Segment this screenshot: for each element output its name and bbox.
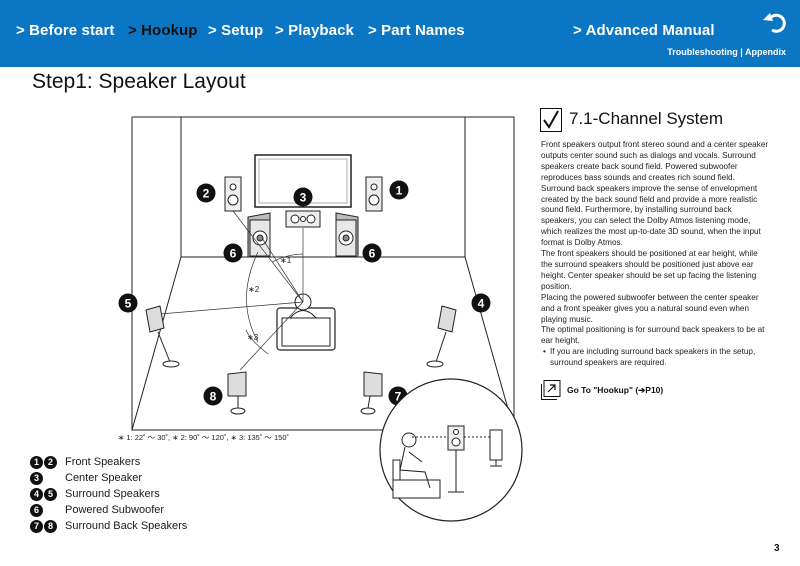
svg-text:1: 1	[396, 184, 403, 198]
page-number: 3	[774, 543, 780, 554]
legend-label: Powered Subwoofer	[65, 504, 165, 516]
nav-before-start[interactable]: > Before start	[16, 22, 115, 39]
svg-text:4: 4	[478, 297, 485, 311]
legend-label: Surround Back Speakers	[65, 520, 188, 532]
legend-label: Surround Speakers	[65, 488, 160, 500]
subwoofer-left-icon	[247, 212, 271, 258]
listening-position-icon	[276, 293, 336, 351]
badge-5: 5	[118, 293, 138, 313]
back-arrow-icon[interactable]	[760, 8, 792, 40]
checkmark-icon	[540, 108, 562, 132]
bullet-icon: •	[543, 347, 546, 357]
section-description: Front speakers output front stereo sound…	[541, 140, 769, 369]
surround-right-speaker-icon	[426, 305, 457, 368]
angle-mark-2: ∗2	[248, 285, 260, 294]
legend-badge: 1	[30, 456, 43, 469]
angle-footnote: ∗ 1: 22˚ ～ 30˚, ∗ 2: 90˚ ～ 120˚, ∗ 3: 13…	[118, 433, 290, 442]
legend-badge: 5	[44, 488, 57, 501]
center-speaker-icon	[285, 210, 321, 228]
svg-text:5: 5	[125, 297, 132, 311]
surround-left-speaker-icon	[145, 305, 180, 368]
subwoofer-right-icon	[335, 212, 359, 258]
section-title: 7.1-Channel System	[569, 109, 724, 128]
badge-8: 8	[203, 386, 223, 406]
nav-advanced-manual[interactable]: > Advanced Manual	[573, 22, 715, 39]
legend-badge: 7	[30, 520, 43, 533]
appendix-link[interactable]: Appendix	[744, 47, 786, 57]
description-bullet: • If you are including surround back spea…	[541, 347, 769, 369]
sub-links: Troubleshooting | Appendix	[667, 47, 786, 57]
badge-6-right: 6	[362, 243, 382, 263]
troubleshooting-link[interactable]: Troubleshooting	[667, 47, 738, 57]
legend-badge: 8	[44, 520, 57, 533]
svg-text:8: 8	[210, 390, 217, 404]
room-floor-right	[464, 256, 515, 431]
legend-badge: 2	[44, 456, 57, 469]
legend-badge: 6	[30, 504, 43, 517]
svg-text:6: 6	[230, 247, 237, 261]
description-paragraph: The optimal positioning is for surround …	[541, 325, 765, 346]
svg-text:2: 2	[203, 187, 210, 201]
surround-back-right-speaker-icon	[360, 371, 383, 415]
nav-playback[interactable]: > Playback	[275, 22, 354, 39]
angle-mark-1: ∗1	[280, 256, 292, 265]
nav-hookup[interactable]: > Hookup	[128, 22, 198, 39]
nav-setup[interactable]: > Setup	[208, 22, 264, 39]
legend-label: Center Speaker	[65, 472, 143, 484]
svg-text:6: 6	[369, 247, 376, 261]
goto-hookup-text[interactable]: Go To "Hookup" (➔P10)	[567, 385, 664, 395]
nav-part-names[interactable]: > Part Names	[368, 22, 465, 39]
room-floor-left	[131, 256, 182, 431]
badge-3: 3	[293, 187, 313, 207]
surround-back-left-speaker-icon	[227, 371, 247, 415]
description-paragraph: Front speakers output front stereo sound…	[541, 140, 769, 182]
badge-2: 2	[196, 183, 216, 203]
badge-1: 1	[389, 180, 409, 200]
legend-badge: 3	[30, 472, 43, 485]
angle-guides	[159, 210, 304, 371]
description-paragraph: Placing the powered subwoofer between th…	[541, 292, 759, 324]
height-inset-icon	[379, 378, 523, 522]
front-right-speaker-icon	[365, 176, 383, 212]
svg-text:3: 3	[300, 191, 307, 205]
front-left-speaker-icon	[224, 176, 242, 212]
sublink-separator: |	[737, 47, 745, 57]
bullet-text: If you are including surround back speak…	[550, 347, 756, 368]
angle-mark-3: ∗3	[247, 333, 259, 342]
description-paragraph: Surround back speakers improve the sense…	[541, 183, 761, 248]
description-paragraph: The front speakers should be positioned …	[541, 249, 758, 291]
page-title: Step1: Speaker Layout	[32, 70, 246, 93]
legend-label: Front Speakers	[65, 456, 141, 468]
top-navigation-bar	[0, 0, 800, 67]
svg-text:7: 7	[395, 390, 402, 404]
badge-6-left: 6	[223, 243, 243, 263]
badge-4: 4	[471, 293, 491, 313]
legend-badge: 4	[30, 488, 43, 501]
page-link-icon	[541, 380, 561, 400]
